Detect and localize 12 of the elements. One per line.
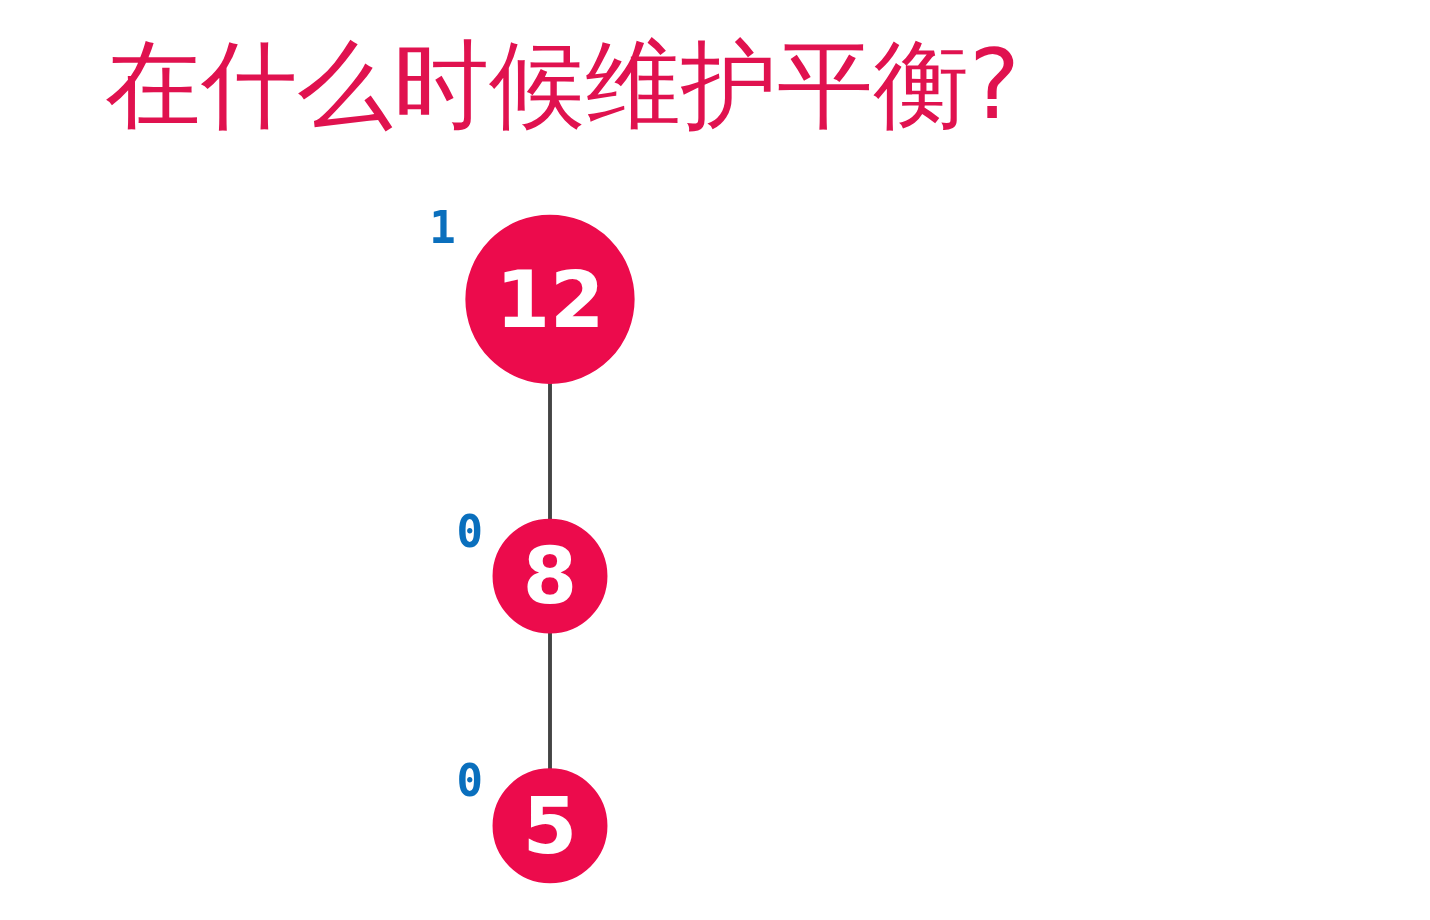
node-value: 12 xyxy=(495,253,605,347)
title: 在什么时候维护平衡? xyxy=(105,28,1020,143)
edge-line xyxy=(548,382,552,520)
balance-factor: 0 xyxy=(456,759,483,804)
node-circle xyxy=(492,518,608,634)
node-value: 5 xyxy=(522,779,578,873)
node-circle xyxy=(465,214,635,384)
node-value: 8 xyxy=(522,530,578,624)
node-circle xyxy=(492,768,608,884)
edge-line xyxy=(548,632,552,770)
balance-factor: 0 xyxy=(456,509,483,554)
balance-factor: 1 xyxy=(429,205,456,250)
